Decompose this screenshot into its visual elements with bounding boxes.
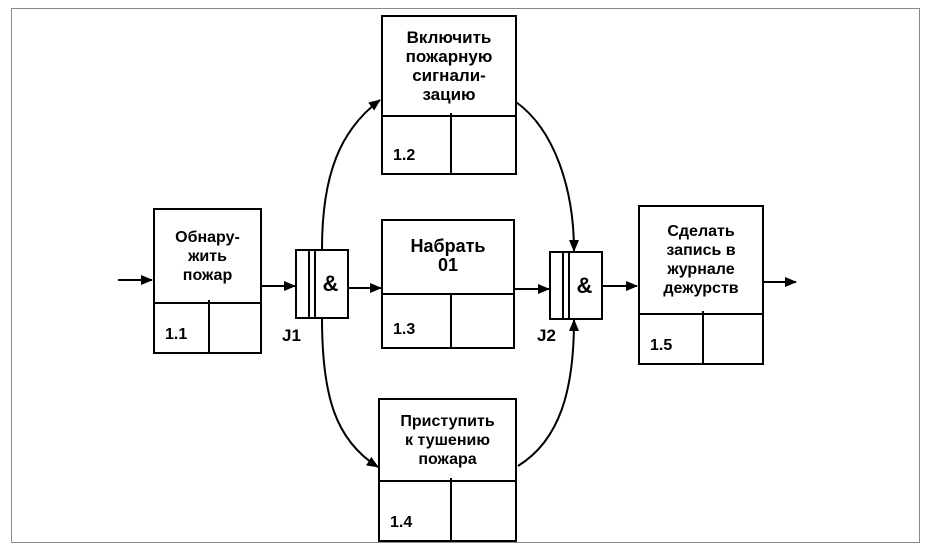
process-box-1-1: Обнару- жить пожар 1.1	[153, 208, 262, 354]
box-title: Набрать 01	[383, 221, 513, 295]
arrow-j1-to-1-2	[321, 99, 381, 250]
and-symbol: &	[576, 272, 593, 298]
process-box-1-2: Включить пожарную сигнали- зацию 1.2	[381, 15, 517, 175]
junction-label-j1: J1	[282, 326, 301, 345]
box-number: 1.3	[383, 293, 452, 347]
and-symbol: &	[322, 271, 339, 296]
junction-j2: &	[549, 251, 603, 320]
arrow-1-2-to-j2	[515, 101, 579, 252]
box-title: Приступить к тушению пожара	[380, 400, 515, 482]
junction-j1: &	[295, 249, 349, 319]
arrow-1-4-to-j2	[517, 319, 579, 467]
box-title: Обнару- жить пожар	[155, 210, 260, 304]
process-box-1-5: Сделать запись в журнале дежурств 1.5	[638, 205, 764, 365]
box-number: 1.5	[640, 311, 704, 363]
box-number: 1.4	[380, 478, 452, 540]
process-box-1-3: Набрать 01 1.3	[381, 219, 515, 349]
box-number: 1.2	[383, 113, 452, 173]
box-number: 1.1	[155, 300, 210, 352]
junction-label-j2: J2	[537, 326, 556, 345]
box-title: Включить пожарную сигнали- зацию	[383, 17, 515, 117]
process-box-1-4: Приступить к тушению пожара 1.4	[378, 398, 517, 542]
box-title: Сделать запись в журнале дежурств	[640, 207, 762, 315]
arrow-j1-to-1-4	[321, 317, 379, 468]
